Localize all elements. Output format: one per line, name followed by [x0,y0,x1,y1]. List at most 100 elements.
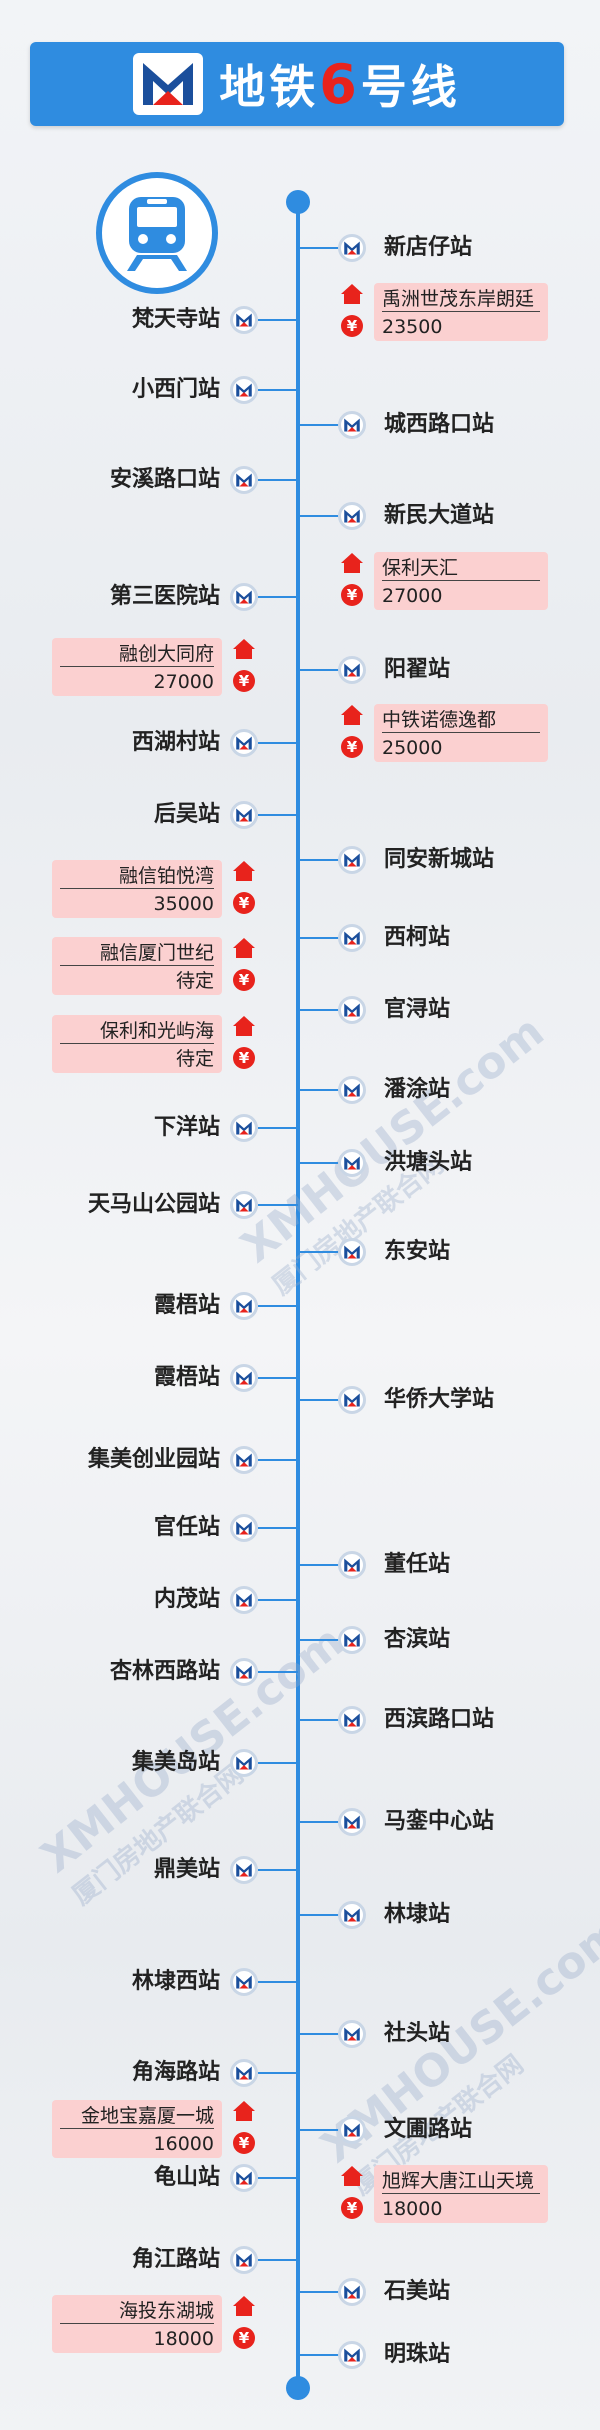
station-name: 梵天寺站 [131,307,220,332]
station-connector [258,389,298,391]
station-connector [298,1821,340,1823]
station-marker-icon [338,1076,366,1104]
station-marker-icon [230,1292,258,1320]
station-marker-icon [338,1901,366,1929]
station-name: 西柯站 [384,925,451,950]
house-icon [232,937,256,959]
station-connector [258,1204,298,1206]
station-marker-icon [230,1749,258,1777]
housing-price: 18000 [153,2328,214,2350]
house-icon [232,2295,256,2317]
station-connector [258,1671,298,1673]
station-connector [258,319,298,321]
yen-icon: ¥ [233,2327,255,2349]
station-name: 杏滨站 [384,1627,451,1652]
station-name: 明珠站 [384,2342,451,2367]
station-name: 下洋站 [153,1115,220,1140]
station-name: 杏林西路站 [109,1659,220,1684]
station-connector [298,2129,340,2131]
metro-line [296,200,300,2388]
house-icon [232,860,256,882]
station-marker-icon [338,924,366,952]
housing-card: 禹洲世茂东岸朗廷 23500 [374,283,548,341]
station-name: 后吴站 [153,802,220,827]
title-prefix: 地铁 [219,60,320,114]
station-connector [298,669,340,671]
station-marker-icon [338,1706,366,1734]
station-name: 官任站 [153,1515,220,1540]
station-connector [258,2259,298,2261]
station-connector [258,1762,298,1764]
station-marker-icon [230,1114,258,1142]
station-name: 城西路口站 [384,412,495,437]
station-marker-icon [338,656,366,684]
station-marker-icon [338,502,366,530]
station-marker-icon [230,1191,258,1219]
station-connector [298,1089,340,1091]
house-icon [340,283,364,305]
station-name: 石美站 [384,2279,451,2304]
station-marker-icon [338,1238,366,1266]
station-name: 内茂站 [153,1587,220,1612]
station-connector [298,1399,340,1401]
station-marker-icon [230,1514,258,1542]
station-connector [258,1981,298,1983]
station-name: 天马山公园站 [87,1192,220,1217]
page-header: 地铁6号线 [30,42,564,126]
station-marker-icon [230,801,258,829]
station-marker-icon [230,376,258,404]
station-marker-icon [230,583,258,611]
station-name: 社头站 [384,2021,451,2046]
station-connector [298,1009,340,1011]
house-icon [232,2100,256,2122]
station-marker-icon [230,1968,258,1996]
station-name: 马銮中心站 [384,1809,495,1834]
station-marker-icon [338,1626,366,1654]
station-connector [298,424,340,426]
housing-card: 融创大同府 27000 [52,638,222,696]
yen-icon: ¥ [233,670,255,692]
housing-name: 禹洲世茂东岸朗廷 [382,287,540,312]
housing-price: 23500 [382,316,443,338]
housing-price: 待定 [175,1048,214,1070]
housing-name: 保利天汇 [382,556,540,581]
station-marker-icon [338,1808,366,1836]
station-marker-icon [230,1856,258,1884]
house-icon [340,552,364,574]
housing-name: 融创大同府 [60,642,214,667]
station-name: 林埭西站 [131,1969,220,1994]
station-connector [258,2177,298,2179]
station-connector [298,1251,340,1253]
station-marker-icon [230,2246,258,2274]
station-connector [298,1719,340,1721]
house-icon [340,704,364,726]
station-name: 洪塘头站 [384,1150,473,1175]
metro-logo-icon [133,53,204,115]
house-icon [232,638,256,660]
yen-icon: ¥ [341,2197,363,2219]
station-name: 文圃路站 [384,2117,473,2142]
station-marker-icon [230,1446,258,1474]
station-connector [298,937,340,939]
station-connector [258,1127,298,1129]
housing-name: 旭辉大唐江山天境 [382,2169,540,2194]
housing-price: 27000 [153,671,214,693]
station-name: 同安新城站 [384,847,495,872]
station-name: 东安站 [384,1239,451,1264]
housing-name: 保利和光屿海 [60,1019,214,1044]
station-connector [298,2291,340,2293]
housing-price: 待定 [175,970,214,992]
train-icon [96,172,218,294]
housing-price: 27000 [382,585,443,607]
yen-icon: ¥ [233,1047,255,1069]
title-line-number: 6 [319,53,361,116]
station-connector [298,2354,340,2356]
house-icon [340,2165,364,2187]
station-name: 集美创业园站 [87,1447,220,1472]
housing-card: 保利和光屿海待定 [52,1015,222,1073]
station-name: 小西门站 [131,377,220,402]
